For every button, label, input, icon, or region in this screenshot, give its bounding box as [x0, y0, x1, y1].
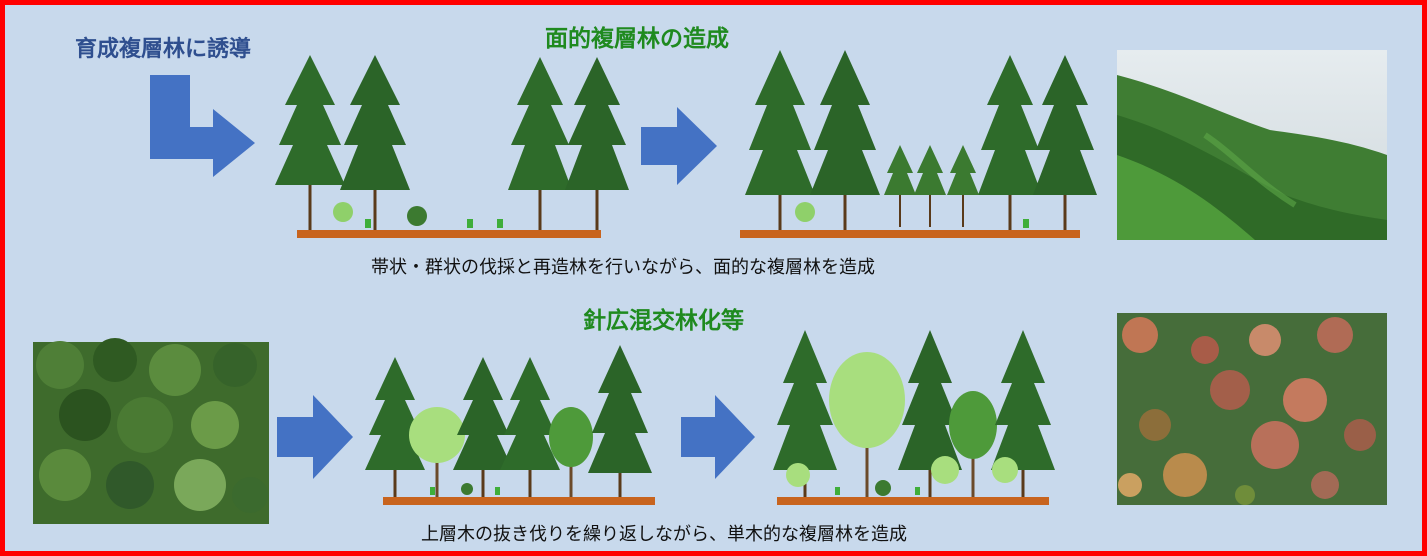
- young-conifer-icon: [914, 145, 946, 227]
- young-conifer-icon: [947, 145, 979, 227]
- seedling-icon: [795, 202, 815, 222]
- conifer-tree-icon: [565, 57, 629, 230]
- seedling-icon: [365, 219, 371, 228]
- conifer-tree-icon: [500, 357, 560, 497]
- right-arrow-icon: [277, 395, 353, 479]
- conifer-tree-icon: [1033, 55, 1097, 230]
- broadleaf-sapling-icon: [931, 456, 959, 484]
- seedling-icon: [430, 487, 435, 495]
- photo-broadleaf-forest: [33, 338, 269, 524]
- seedling-icon: [461, 483, 473, 495]
- conifer-tree-icon: [453, 357, 513, 497]
- conifer-tree-icon: [898, 330, 962, 497]
- seedling-icon: [497, 219, 503, 228]
- conifer-tree-icon: [810, 50, 880, 230]
- ground-strip: [383, 497, 655, 505]
- photo-row1-forest: [1117, 50, 1387, 240]
- ground-strip: [777, 497, 1049, 505]
- young-conifer-icon: [884, 145, 916, 227]
- row2-title: 針広混交林化等: [583, 308, 744, 334]
- seedling-icon: [915, 487, 920, 495]
- right-arrow-icon: [681, 395, 755, 479]
- conifer-tree-icon: [588, 345, 652, 497]
- diagram-drawing: [33, 50, 1387, 524]
- broadleaf-tree-icon: [949, 391, 997, 497]
- broadleaf-sapling-icon: [992, 457, 1018, 483]
- conifer-tree-icon: [275, 55, 345, 230]
- ground-strip: [740, 230, 1080, 238]
- broadleaf-sapling-icon: [786, 463, 810, 487]
- row1-title: 面的複層林の造成: [545, 26, 729, 52]
- ground-strip: [297, 230, 601, 238]
- seedling-icon: [467, 219, 473, 228]
- seedling-icon: [333, 202, 353, 222]
- broadleaf-tree-icon: [409, 407, 465, 497]
- photo-row2-mixed-forest: [1117, 313, 1387, 505]
- conifer-tree-icon: [340, 55, 410, 230]
- conifer-tree-icon: [508, 57, 572, 230]
- conifer-tree-icon: [991, 330, 1055, 497]
- conifer-tree-icon: [745, 50, 815, 230]
- intro-label: 育成複層林に誘導: [75, 37, 252, 62]
- seedling-icon: [495, 487, 500, 495]
- row2-caption: 上層木の抜き伐りを繰り返しながら、単木的な複層林を造成: [421, 524, 907, 545]
- seedling-icon: [1023, 219, 1029, 228]
- seedling-icon: [875, 480, 891, 496]
- conifer-tree-icon: [978, 55, 1042, 230]
- l-arrow-icon: [150, 75, 255, 177]
- seedling-icon: [835, 487, 840, 495]
- broadleaf-tree-icon: [549, 407, 593, 497]
- seedling-icon: [407, 206, 427, 226]
- right-arrow-icon: [641, 107, 717, 185]
- row1-caption: 帯状・群状の伐採と再造林を行いながら、面的な複層林を造成: [371, 257, 875, 278]
- broadleaf-tree-icon: [829, 352, 905, 497]
